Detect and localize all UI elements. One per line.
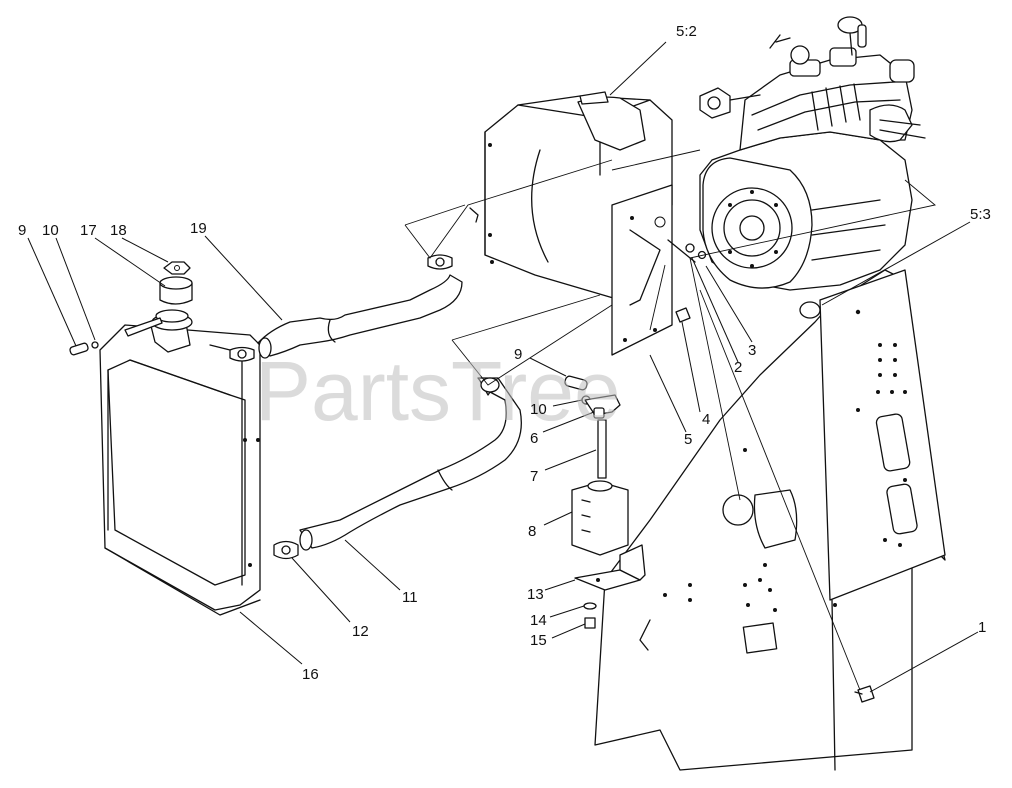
- callout-2: 2: [734, 359, 742, 376]
- callout-3: 3: [748, 342, 756, 359]
- callout-9-left: 9: [18, 222, 26, 239]
- callout-14: 14: [530, 612, 547, 629]
- callout-8: 8: [528, 523, 536, 540]
- radiator: [99, 309, 261, 616]
- callout-16: 16: [302, 666, 319, 683]
- fan-shroud: [469, 91, 673, 356]
- frame-holes: [663, 309, 907, 612]
- callout-4: 4: [702, 411, 710, 428]
- upper-hose: [229, 254, 463, 362]
- callout-15: 15: [530, 632, 547, 649]
- callout-6: 6: [530, 430, 538, 447]
- shroud-hardware: [667, 239, 707, 323]
- radiator-cap: [159, 261, 193, 305]
- callout-17: 17: [80, 222, 97, 239]
- callout-5: 5: [684, 431, 692, 448]
- callout-18: 18: [110, 222, 127, 239]
- callout-7: 7: [530, 468, 538, 485]
- callout-11: 11: [402, 589, 418, 606]
- callout-5-3: 5:3: [970, 206, 991, 223]
- callout-1: 1: [978, 619, 986, 636]
- frame-panel: [594, 269, 946, 771]
- engine: [699, 16, 926, 291]
- callout-9-right: 9: [514, 346, 522, 363]
- overflow-tube-left: [69, 341, 99, 356]
- callout-5-2: 5:2: [676, 23, 697, 40]
- construction-lines: [404, 149, 936, 691]
- leader-lines: [27, 41, 979, 693]
- overflow-bottle: [564, 375, 646, 629]
- callout-19: 19: [190, 220, 207, 237]
- plug-and-bolt: [799, 301, 875, 703]
- callout-13: 13: [527, 586, 544, 603]
- watermark: PartsTree: [255, 344, 621, 438]
- callout-labels: 9 10 17 18 19 5:2 5:3 3 2 4 5 9 10 6 7 8…: [18, 23, 991, 683]
- callout-10-left: 10: [42, 222, 59, 239]
- callout-10-right: 10: [530, 401, 547, 418]
- lower-hose: [273, 377, 522, 560]
- callout-12: 12: [352, 623, 369, 640]
